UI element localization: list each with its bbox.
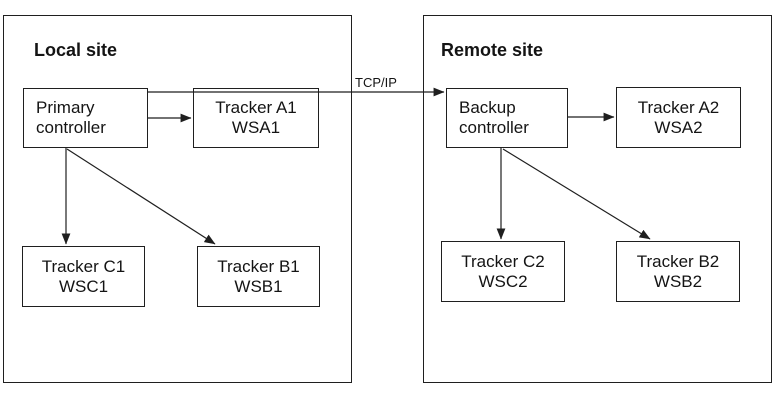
tracker-a2-box: Tracker A2 WSA2 [616, 87, 741, 148]
remote-site-label: Remote site [441, 40, 544, 60]
primary-controller-box: Primary controller [23, 88, 148, 148]
tracker-b1-line1: Tracker B1 [217, 256, 300, 276]
tracker-b2-line2: WSB2 [653, 271, 703, 291]
tracker-c1-box: Tracker C1 WSC1 [22, 246, 145, 307]
local-site-box [3, 15, 352, 383]
local-site-label: Local site [34, 40, 118, 60]
remote-site-box [423, 15, 772, 383]
tracker-b2-line1: Tracker B2 [636, 251, 720, 271]
tracker-c2-line2: WSC2 [478, 271, 528, 291]
backup-controller-line1: Backup [459, 98, 516, 117]
primary-controller-line1: Primary [36, 98, 95, 117]
tracker-a2-line1: Tracker A2 [637, 97, 720, 117]
tracker-a1-line1: Tracker A1 [215, 98, 297, 117]
tracker-c1-line2: WSC1 [58, 276, 109, 296]
backup-controller-box: Backup controller [446, 88, 568, 148]
tracker-b2-box: Tracker B2 WSB2 [616, 241, 740, 302]
tracker-a1-line2: WSA1 [231, 118, 281, 137]
tracker-c2-line1: Tracker C2 [461, 251, 545, 271]
tracker-c1-line1: Tracker C1 [41, 256, 126, 276]
tcp-ip-link-label: TCP/IP [355, 75, 397, 90]
tracker-b1-line2: WSB1 [234, 276, 283, 296]
tracker-a2-line2: WSA2 [654, 117, 703, 137]
primary-controller-line2: controller [36, 118, 106, 137]
tracker-a1-box: Tracker A1 WSA1 [193, 88, 319, 148]
tracker-c2-box: Tracker C2 WSC2 [441, 241, 565, 302]
backup-controller-line2: controller [459, 118, 529, 137]
tracker-b1-box: Tracker B1 WSB1 [197, 246, 320, 307]
